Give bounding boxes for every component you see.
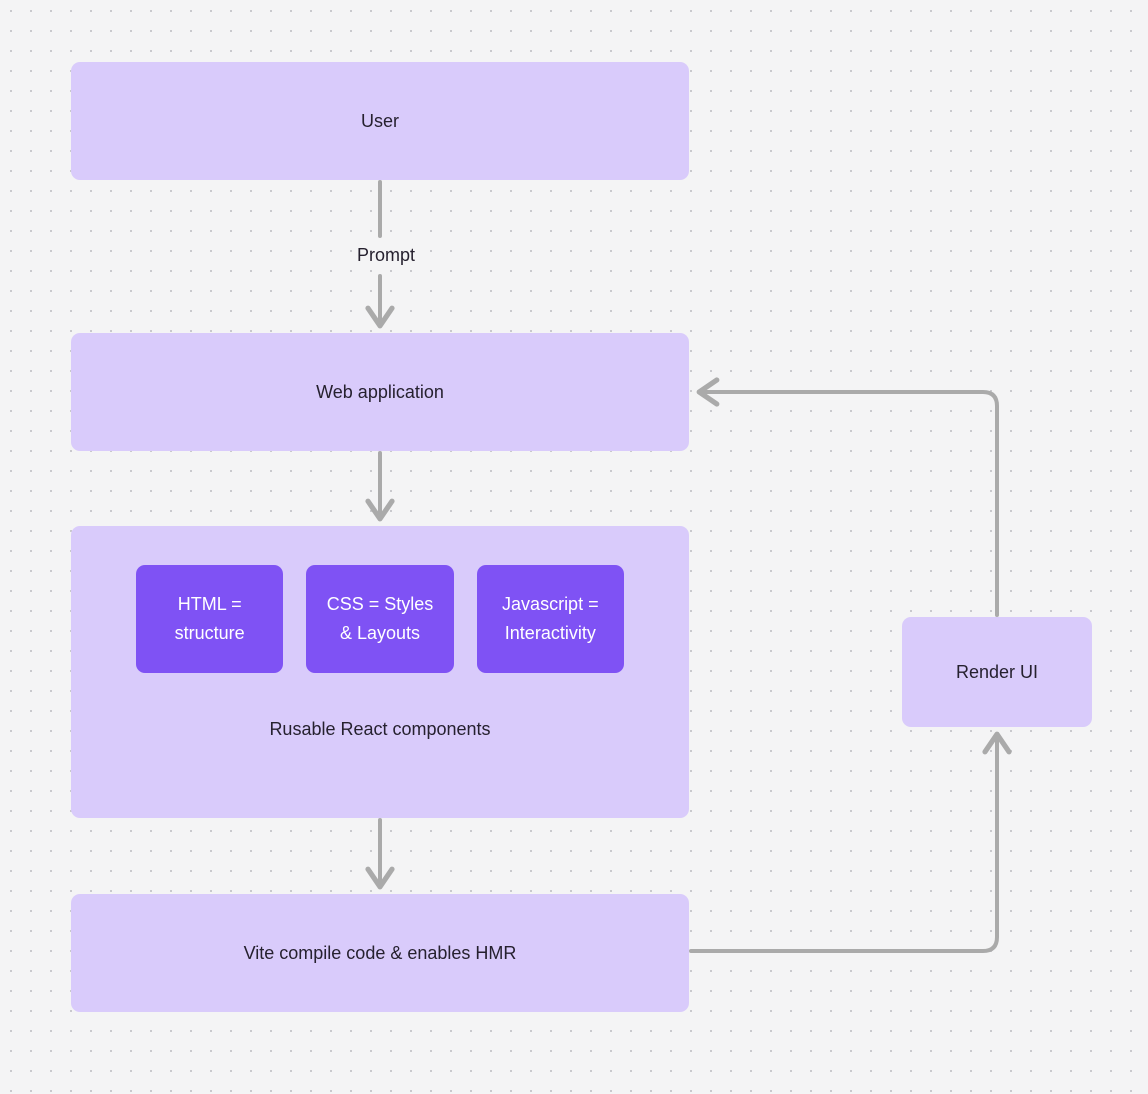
chip-css[interactable]: CSS = Styles & Layouts (306, 565, 454, 673)
chip-html[interactable]: HTML = structure (136, 565, 284, 673)
node-render-ui-label: Render UI (955, 661, 1039, 682)
chip-row: HTML = structure CSS = Styles & Layouts … (136, 565, 624, 673)
chip-html-label: HTML = structure (174, 594, 245, 643)
node-user[interactable]: User (71, 62, 689, 180)
chip-javascript-label: Javascript = Interactivity (502, 594, 599, 643)
chip-javascript[interactable]: Javascript = Interactivity (476, 565, 624, 673)
node-render-ui[interactable]: Render UI (902, 617, 1092, 727)
node-web-application-label: Web application (316, 381, 444, 402)
node-vite[interactable]: Vite compile code & enables HMR (71, 894, 689, 1012)
chip-css-label: CSS = Styles & Layouts (326, 594, 434, 643)
node-react-components[interactable]: HTML = structure CSS = Styles & Layouts … (71, 526, 689, 818)
node-react-components-label: Rusable React components (269, 719, 491, 739)
edge-label-prompt[interactable]: Prompt (356, 245, 416, 265)
node-vite-label: Vite compile code & enables HMR (243, 942, 517, 963)
node-web-application[interactable]: Web application (71, 333, 689, 451)
edge-render-to-webapp (696, 377, 999, 617)
edge-vite-to-render (689, 731, 1012, 953)
node-user-label: User (360, 110, 399, 131)
